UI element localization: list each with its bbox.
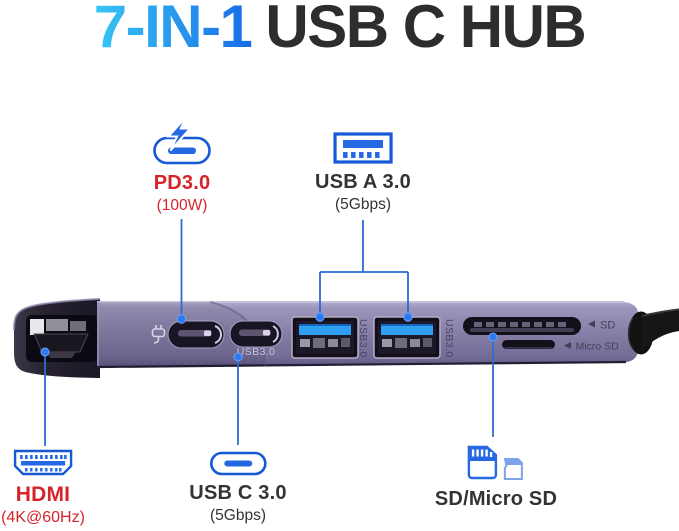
title-main: USB C HUB: [265, 0, 586, 60]
micro-sd-slot: [502, 340, 555, 349]
callout-hdmi: HDMI (4K@60Hz): [1, 449, 85, 530]
usb-c-port-icon: [209, 451, 267, 476]
usb-a-port-icon: [333, 132, 393, 164]
hdmi-sublabel: (4K@60Hz): [1, 509, 85, 527]
usb-c-data-port: [229, 320, 283, 348]
callout-sd: SD/Micro SD: [435, 444, 557, 511]
micro-sd-card-icon: [503, 458, 523, 480]
usb-c-sublabel: (5Gbps): [209, 507, 266, 524]
usb-c-port-marking: USB3.0: [237, 346, 276, 358]
power-plug-icon: [151, 325, 166, 344]
svg-text:Micro SD: Micro SD: [576, 341, 620, 353]
sd-slot-marking: SD: [588, 320, 615, 332]
hdmi-port-icon: [13, 449, 73, 476]
hdmi-dot: [40, 347, 50, 357]
hub-left-cap: [13, 298, 101, 378]
usb-a-2-marking: USB3.0: [443, 319, 455, 358]
pd-dot: [176, 314, 187, 324]
sd-slot: [463, 317, 581, 335]
callout-pd: PD3.0 (100W): [150, 116, 214, 217]
callout-usb-c: USB C 3.0 (5Gbps): [189, 451, 286, 527]
usb-c-dot: [233, 352, 243, 362]
callout-lines: [44, 219, 494, 446]
hdmi-port: [26, 315, 98, 362]
usb-a-dot-1: [315, 312, 325, 322]
usb-a-port-2: [373, 316, 441, 359]
callout-dots: [40, 312, 498, 362]
usb-c-label: USB C 3.0: [189, 482, 287, 504]
title-highlight: 7-IN-1: [94, 0, 266, 60]
usb-a-label: USB A 3.0: [315, 171, 411, 193]
sd-arrow-icon: [588, 320, 595, 328]
pd-sublabel: (100W): [156, 197, 208, 214]
usb-c-pd-port: [167, 320, 225, 349]
sd-label: SD/Micro SD: [434, 488, 558, 510]
lightning-icon: [166, 116, 193, 152]
usb-c-power-icon: [153, 116, 211, 165]
usb-a-dot-2: [403, 312, 413, 322]
svg-text:SD: SD: [600, 320, 615, 332]
usb-a-callout-line: [319, 220, 409, 313]
micro-sd-slot-marking: Micro SD: [564, 341, 619, 353]
usb-cable: [627, 308, 679, 355]
sd-dot: [488, 332, 498, 342]
micro-sd-arrow-icon: [564, 342, 571, 349]
pd-label: PD3.0: [153, 172, 211, 194]
callout-usb-a: USB A 3.0 (5Gbps): [315, 132, 411, 216]
usb-a-sublabel: (5Gbps): [335, 196, 391, 213]
usb-a-1-marking: USB3.0: [357, 319, 369, 358]
sd-card-icon: [467, 445, 523, 480]
usb-a-port-1: [291, 316, 359, 359]
hdmi-label: HDMI: [15, 483, 71, 506]
